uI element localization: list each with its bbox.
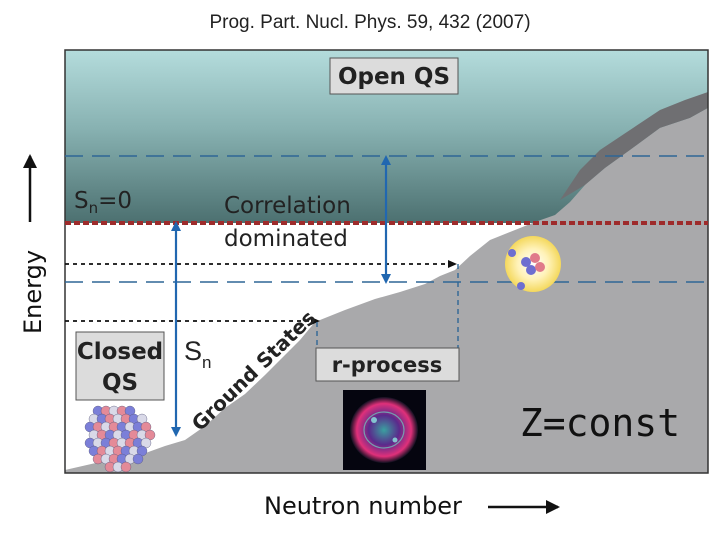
drip-line-rim <box>560 92 708 200</box>
r-process-label: r-process <box>332 353 443 377</box>
open-qs-box <box>329 57 459 95</box>
correlation-label-line2: dominated <box>224 226 348 252</box>
correlation-label-line1: Correlation <box>224 193 351 219</box>
y-axis-label: Energy <box>19 250 47 334</box>
x-axis-label: Neutron number <box>264 492 462 520</box>
citation: Prog. Part. Nucl. Phys. 59, 432 (2007) <box>209 12 530 33</box>
ground-states-terrain <box>65 108 708 473</box>
plot-border <box>64 49 709 474</box>
sn-label: Sn <box>184 336 211 372</box>
closed-qs-line1: Closed <box>77 339 163 365</box>
open-qs-label: Open QS <box>338 64 450 90</box>
closed-qs-box <box>75 331 165 401</box>
supernova-remnant-image <box>343 390 426 470</box>
nucleus-cluster-icon <box>84 405 156 473</box>
closed-qs-line2: QS <box>102 370 138 396</box>
r-process-box <box>315 347 460 382</box>
sn0-label: Sn=0 <box>74 188 132 217</box>
z-const-label: Z=const <box>520 401 680 445</box>
halo-nucleus-icon <box>505 236 561 292</box>
